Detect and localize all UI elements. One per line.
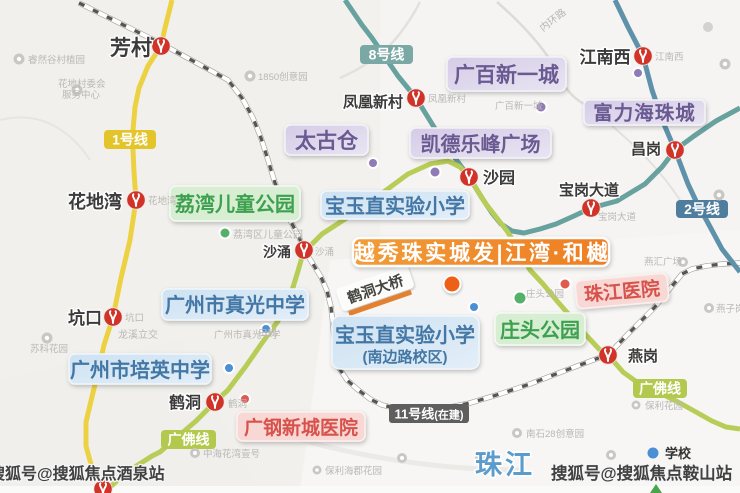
svg-text:1850创意园: 1850创意园 xyxy=(258,71,308,83)
svg-text:宝岗大道: 宝岗大道 xyxy=(598,211,637,223)
svg-text:荔湾儿童公园: 荔湾儿童公园 xyxy=(175,192,295,216)
svg-text:燕汇广场: 燕汇广场 xyxy=(644,256,682,268)
svg-text:坑口: 坑口 xyxy=(68,308,102,328)
svg-text:越秀珠实城发|江湾·和樾: 越秀珠实城发|江湾·和樾 xyxy=(353,241,610,265)
svg-text:庄头公园: 庄头公园 xyxy=(526,288,564,300)
svg-text:服务中心: 服务中心 xyxy=(62,89,101,101)
svg-text:广百新一城: 广百新一城 xyxy=(454,63,559,87)
svg-text:广佛线: 广佛线 xyxy=(168,432,210,448)
svg-text:宝玉直实验小学: 宝玉直实验小学 xyxy=(335,323,475,347)
svg-text:白鹤: 白鹤 xyxy=(258,327,277,339)
svg-text:庄头公园: 庄头公园 xyxy=(500,318,580,342)
svg-text:坑口: 坑口 xyxy=(125,312,144,324)
svg-text:凯德乐峰广场: 凯德乐峰广场 xyxy=(421,132,541,156)
svg-text:太古仓: 太古仓 xyxy=(295,129,359,153)
svg-text:宝岗大道: 宝岗大道 xyxy=(559,181,619,199)
svg-text:鹤洞: 鹤洞 xyxy=(169,393,201,412)
svg-text:广州市真光中学: 广州市真光中学 xyxy=(165,293,305,317)
svg-text:燕子岗: 燕子岗 xyxy=(716,303,740,315)
svg-text:搜狐号@搜狐焦点鞍山站: 搜狐号@搜狐焦点鞍山站 xyxy=(551,463,733,483)
svg-text:沙涌: 沙涌 xyxy=(263,244,291,260)
svg-text:荔湾区儿童公园: 荔湾区儿童公园 xyxy=(233,228,303,241)
svg-text:睿然谷村植园: 睿然谷村植园 xyxy=(28,54,85,66)
svg-text:富力海珠城: 富力海珠城 xyxy=(593,102,696,125)
svg-text:凤凰新村: 凤凰新村 xyxy=(343,93,403,111)
svg-text:燕岗: 燕岗 xyxy=(628,347,658,365)
svg-text:广州市真光中学: 广州市真光中学 xyxy=(214,329,281,341)
svg-text:广州市培英中学: 广州市培英中学 xyxy=(70,358,210,382)
svg-text:花地湾: 花地湾 xyxy=(68,191,122,212)
svg-text:南石28创意园: 南石28创意园 xyxy=(526,428,584,440)
svg-text:保利海郡花园: 保利海郡花园 xyxy=(325,465,382,477)
svg-text:沙园: 沙园 xyxy=(483,169,515,187)
svg-text:保利花园: 保利花园 xyxy=(645,400,683,412)
svg-text:珠江: 珠江 xyxy=(475,450,535,480)
svg-text:2号线: 2号线 xyxy=(684,201,720,217)
svg-text:8号线: 8号线 xyxy=(369,47,405,63)
svg-text:(南边路校区): (南边路校区) xyxy=(363,348,448,366)
svg-text:1号线: 1号线 xyxy=(112,132,148,148)
svg-text:鹤洞: 鹤洞 xyxy=(228,398,247,410)
svg-text:苏科花园: 苏科花园 xyxy=(30,343,68,355)
svg-text:学校: 学校 xyxy=(665,446,692,461)
svg-text:凤凰新村: 凤凰新村 xyxy=(428,93,467,105)
svg-text:沙涌: 沙涌 xyxy=(315,247,334,258)
svg-text:搜狐号@搜狐焦点酒泉站: 搜狐号@搜狐焦点酒泉站 xyxy=(0,464,165,483)
svg-text:宝玉直实验小学: 宝玉直实验小学 xyxy=(325,194,465,218)
svg-text:广佛线: 广佛线 xyxy=(639,381,681,397)
svg-text:11号线(在建): 11号线(在建) xyxy=(394,407,463,422)
svg-text:昌岗: 昌岗 xyxy=(631,140,661,158)
svg-text:广钢新城医院: 广钢新城医院 xyxy=(244,416,358,439)
svg-text:江南西: 江南西 xyxy=(655,51,684,63)
svg-text:花地村委会: 花地村委会 xyxy=(58,78,106,90)
svg-text:芳村: 芳村 xyxy=(110,36,152,60)
svg-text:花地湾: 花地湾 xyxy=(148,195,177,207)
svg-text:江南西: 江南西 xyxy=(580,47,631,67)
svg-text:广百新一城: 广百新一城 xyxy=(495,100,543,112)
svg-text:龙溪立交: 龙溪立交 xyxy=(118,328,158,341)
svg-text:中海花湾壹号: 中海花湾壹号 xyxy=(203,448,260,460)
